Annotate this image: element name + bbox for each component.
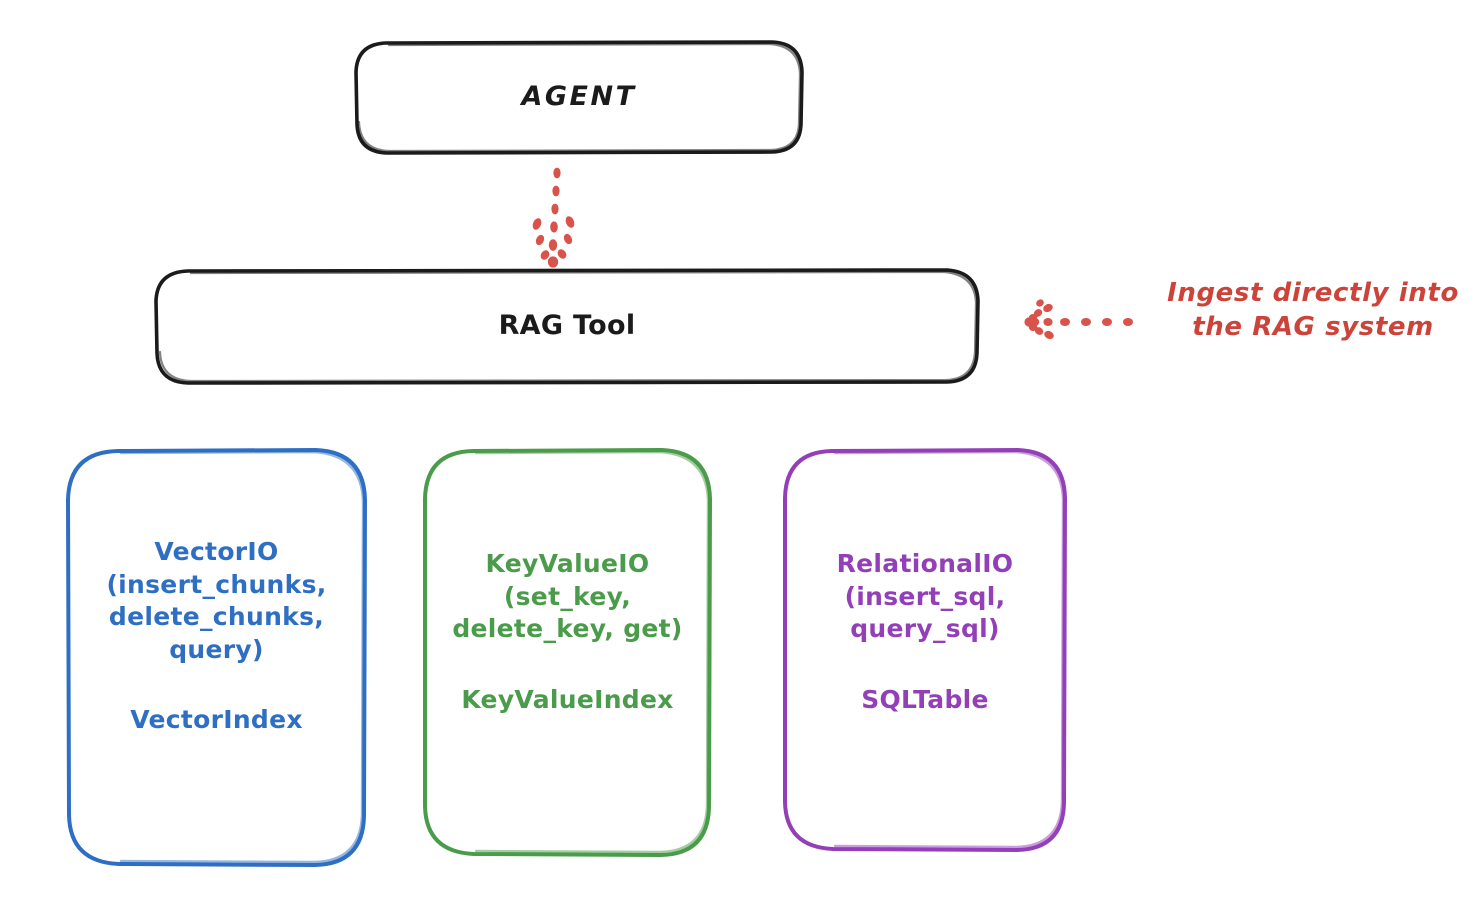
- vectorio-node[interactable]: VectorIO (insert_chunks, delete_chunks, …: [68, 450, 365, 865]
- relationalio-signature: RelationalIO (insert_sql, query_sql): [836, 549, 1014, 643]
- relationalio-node[interactable]: RelationalIO (insert_sql, query_sql) SQL…: [785, 450, 1065, 850]
- keyvalueio-signature: KeyValueIO (set_key, delete_key, get): [452, 549, 683, 643]
- vectorio-signature: VectorIO (insert_chunks, delete_chunks, …: [106, 537, 327, 664]
- vectorio-index-label: VectorIndex: [130, 705, 303, 734]
- keyvalueio-index-label: KeyValueIndex: [461, 684, 674, 714]
- agent-node-label: AGENT: [521, 81, 637, 113]
- keyvalueio-node[interactable]: KeyValueIO (set_key, delete_key, get) Ke…: [425, 450, 710, 855]
- relationalio-index-label: SQLTable: [861, 684, 989, 714]
- agent-to-rag-connector-icon: [532, 167, 575, 268]
- ingest-annotation-text: Ingest directly into the RAG system: [1167, 278, 1459, 343]
- rag-tool-node-label: RAG Tool: [498, 310, 636, 342]
- ingest-to-rag-connector-icon: [1024, 299, 1133, 340]
